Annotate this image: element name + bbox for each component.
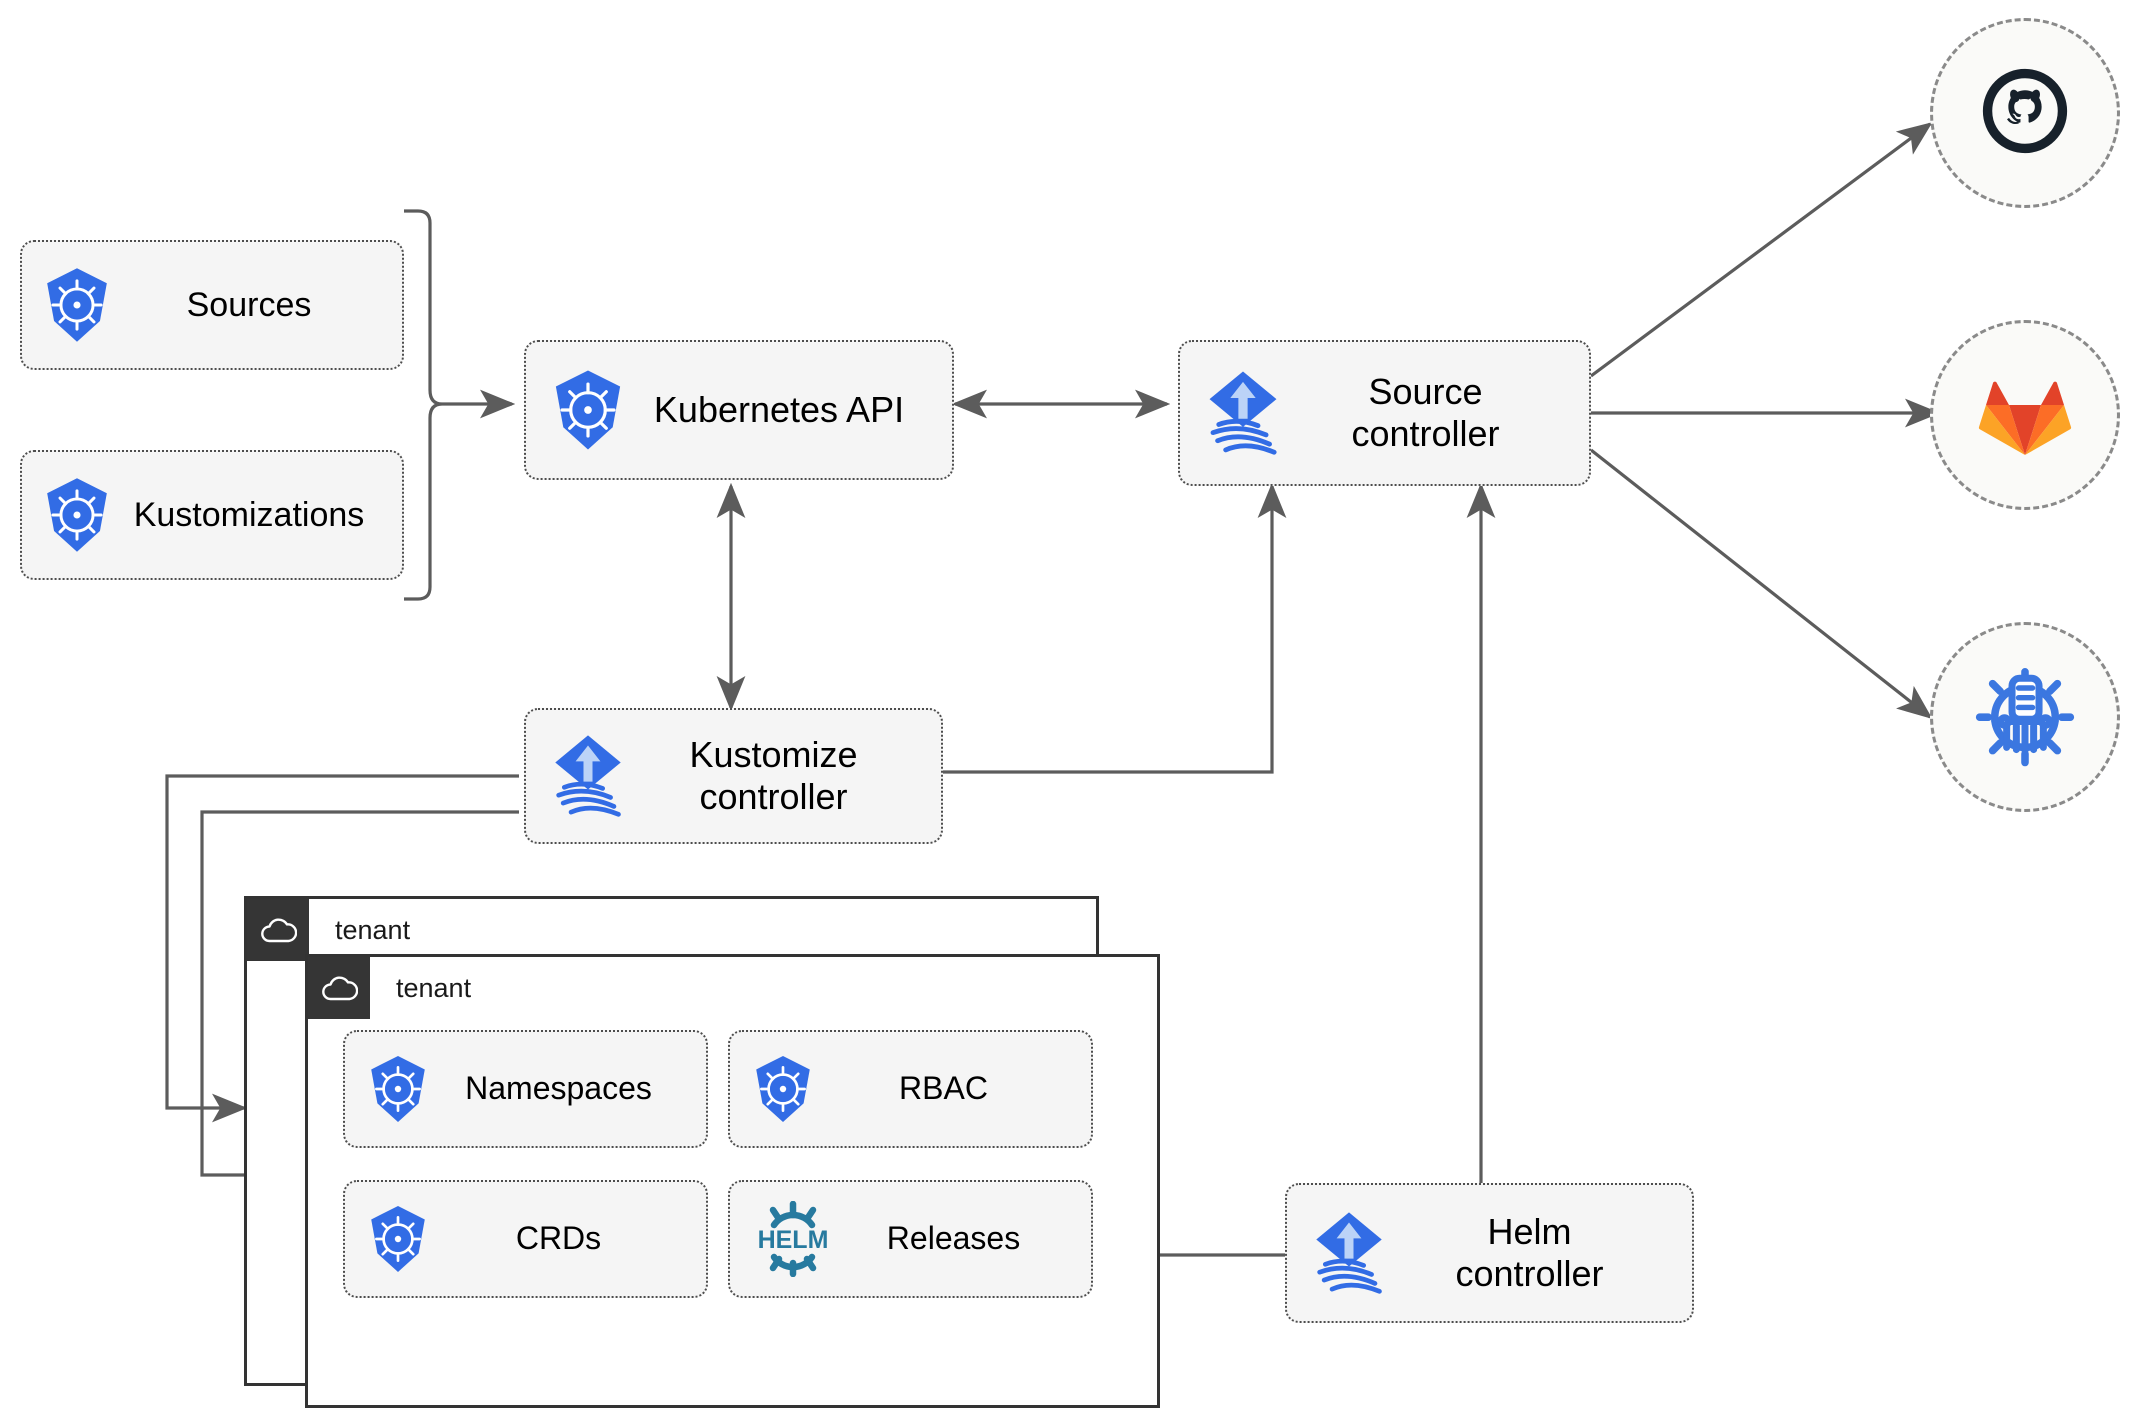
node-helm-controller-label: Helm controller [1455, 1210, 1604, 1294]
endpoint-bucket[interactable] [1930, 622, 2120, 812]
endpoint-github[interactable] [1930, 18, 2120, 208]
flux-icon [1309, 1209, 1389, 1297]
flux-icon [548, 732, 628, 820]
node-helm-controller[interactable]: Helm controller [1285, 1183, 1694, 1323]
kubernetes-icon [40, 476, 114, 554]
node-rbac-label: RBAC [899, 1070, 988, 1107]
node-source-controller[interactable]: Source controller [1178, 340, 1591, 486]
kubernetes-icon [365, 1054, 431, 1124]
cloud-icon [247, 899, 309, 961]
flux-icon [1202, 368, 1284, 458]
tenant-inner-label: tenant [396, 972, 472, 1003]
endpoint-gitlab[interactable] [1930, 320, 2120, 510]
wire-source-to-bucket [1590, 448, 1933, 719]
node-sources-label: Sources [186, 285, 312, 324]
node-kustomizations-label: Kustomizations [133, 495, 365, 534]
kubernetes-icon [750, 1054, 816, 1124]
node-kustomize-controller[interactable]: Kustomize controller [524, 708, 943, 844]
tenant-outer-header: tenant [247, 899, 410, 961]
node-kubernetes-api[interactable]: Kubernetes API [524, 340, 954, 480]
node-sources[interactable]: Sources [20, 240, 404, 370]
node-crds-label: CRDs [515, 1220, 602, 1257]
node-releases[interactable]: HELM Releases [728, 1180, 1093, 1298]
wire-source-to-github [1590, 122, 1933, 378]
wire-kustomize-to-source [943, 482, 1287, 774]
helm-icon: HELM [750, 1201, 836, 1277]
kubernetes-icon [365, 1204, 431, 1274]
node-kustomize-controller-label: Kustomize controller [689, 733, 858, 817]
cloud-icon [308, 957, 370, 1019]
tenant-inner-header: tenant [308, 957, 471, 1019]
node-rbac[interactable]: RBAC [728, 1030, 1093, 1148]
svg-text:HELM: HELM [758, 1226, 829, 1254]
group-bracket [404, 209, 443, 601]
tenant-outer-label: tenant [335, 914, 411, 945]
node-releases-label: Releases [886, 1220, 1021, 1257]
flux-bucket-icon [1971, 661, 2079, 774]
node-crds[interactable]: CRDs [343, 1180, 708, 1298]
node-namespaces[interactable]: Namespaces [343, 1030, 708, 1148]
node-kustomizations[interactable]: Kustomizations [20, 450, 404, 580]
github-icon [1973, 59, 2077, 168]
node-kubernetes-api-label: Kubernetes API [653, 388, 905, 430]
node-namespaces-label: Namespaces [465, 1070, 652, 1107]
kubernetes-icon [548, 368, 628, 452]
kubernetes-icon [40, 266, 114, 344]
node-source-controller-label: Source controller [1351, 370, 1500, 454]
gitlab-icon [1975, 365, 2075, 466]
